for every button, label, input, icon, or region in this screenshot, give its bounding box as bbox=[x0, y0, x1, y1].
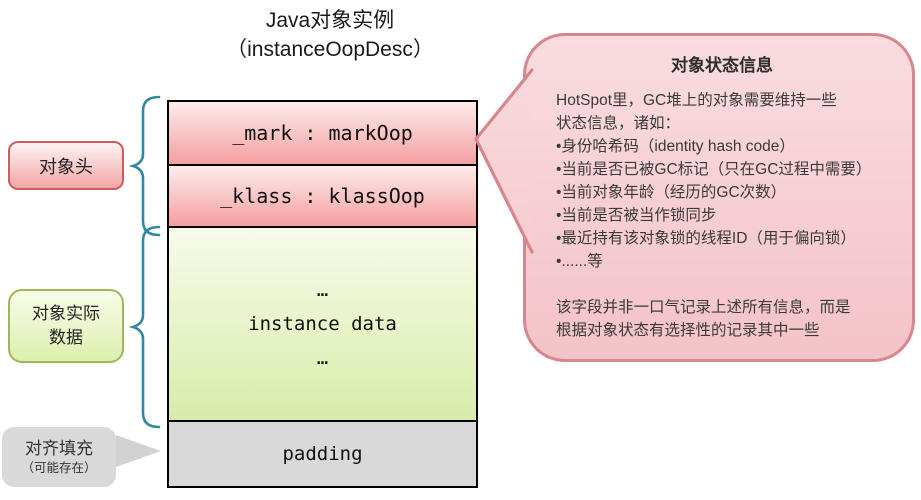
callout-intro-2: 状态信息，诸如： bbox=[556, 115, 681, 132]
page-title: Java对象实例 （instanceOopDesc） bbox=[155, 6, 505, 64]
mark-word-cell: _mark : markOop bbox=[167, 100, 478, 166]
title-line1: Java对象实例 bbox=[265, 9, 395, 32]
instance-data-side-label: 对象实际 数据 bbox=[8, 289, 124, 363]
instance-data-label: instance data bbox=[248, 313, 397, 335]
memory-stack: _mark : markOop _klass : klassOop … inst… bbox=[167, 100, 478, 488]
callout-bullet: •当前是否已被GC标记（只在GC过程中需要） bbox=[556, 161, 872, 178]
instance-side-text1: 对象实际 bbox=[32, 304, 100, 323]
padding-label: padding bbox=[282, 443, 363, 465]
instance-side-text2: 数据 bbox=[49, 328, 83, 347]
instance-data-cell: … instance data … bbox=[167, 226, 478, 422]
callout-bullet: •......等 bbox=[556, 253, 603, 270]
padding-cell: padding bbox=[167, 420, 478, 488]
callout-bullet: •当前对象年龄（经历的GC次数） bbox=[556, 184, 787, 201]
callout-title: 对象状态信息 bbox=[671, 56, 773, 75]
instance-ellipsis-top: … bbox=[316, 279, 329, 301]
callout-intro-1: HotSpot里，GC堆上的对象需要维持一些 bbox=[556, 92, 837, 109]
instance-ellipsis-bottom: … bbox=[316, 347, 329, 369]
object-state-callout: 对象状态信息 HotSpot里，GC堆上的对象需要维持一些 状态信息，诸如： •… bbox=[523, 33, 915, 362]
title-line2: （instanceOopDesc） bbox=[226, 38, 434, 61]
padding-side-label: 对齐填充 （可能存在） bbox=[2, 427, 116, 487]
callout-bullet: •身份哈希码（identity hash code） bbox=[556, 138, 795, 155]
object-header-label: 对象头 bbox=[8, 141, 124, 190]
padding-side-text1: 对齐填充 bbox=[25, 438, 93, 458]
klass-pointer-label: _klass : klassOop bbox=[220, 184, 425, 208]
callout-footer-1: 该字段并非一口气记录上述所有信息，而是 bbox=[556, 299, 851, 316]
callout-tail bbox=[474, 68, 534, 254]
callout-footer-2: 根据对象状态有选择性的记录其中一些 bbox=[556, 322, 820, 339]
object-header-brace-icon bbox=[128, 95, 161, 237]
padding-side-text2: （可能存在） bbox=[21, 460, 97, 475]
klass-pointer-cell: _klass : klassOop bbox=[167, 164, 478, 228]
callout-spacer bbox=[556, 273, 888, 296]
object-header-text: 对象头 bbox=[39, 156, 93, 177]
mark-word-label: _mark : markOop bbox=[232, 121, 413, 145]
callout-bullet: •最近持有该对象锁的线程ID（用于偏向锁） bbox=[556, 230, 856, 247]
instance-data-brace-icon bbox=[128, 225, 161, 429]
callout-bullet: •当前是否被当作锁同步 bbox=[556, 207, 717, 224]
padding-label-tail bbox=[116, 435, 161, 467]
